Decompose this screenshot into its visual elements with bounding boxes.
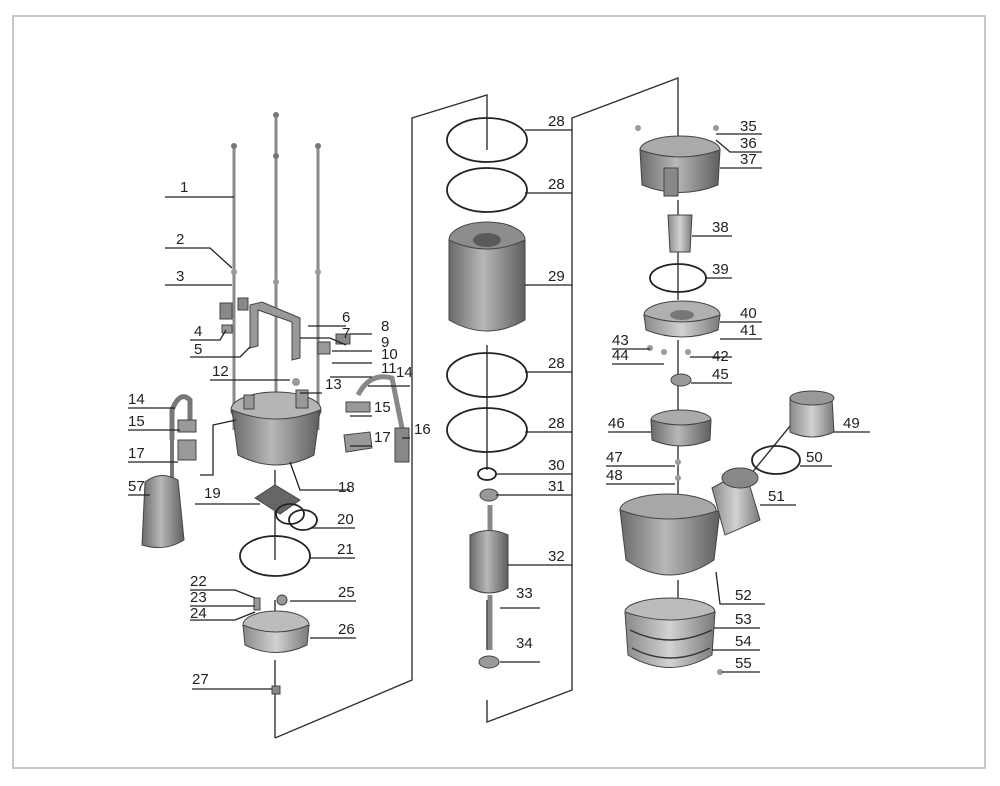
label-28-b: 28 [548,176,565,193]
label-14-right: 14 [396,364,413,381]
cable-right-assembly [343,374,410,463]
label-3: 3 [176,268,184,285]
label-21: 21 [337,541,354,558]
label-28-d: 28 [548,415,565,432]
motor-bottom-cover [242,594,310,695]
label-12: 12 [212,363,229,380]
impeller [650,409,712,481]
label-51: 51 [768,488,785,505]
label-46: 46 [608,415,625,432]
label-31: 31 [548,478,565,495]
label-36: 36 [740,135,757,152]
label-22: 22 [190,573,207,590]
label-42: 42 [712,348,729,365]
label-15-right: 15 [374,399,391,416]
label-18: 18 [338,479,355,496]
label-1: 1 [180,179,188,196]
label-43: 43 [612,332,629,349]
cable-clamp-bracket [219,297,351,361]
label-44: 44 [612,347,629,364]
label-17-left: 17 [128,445,145,462]
outlet-nipple-and-ring [751,390,835,475]
label-52: 52 [735,587,752,604]
label-25: 25 [338,584,355,601]
label-17-right: 17 [374,429,391,446]
label-23: 23 [190,589,207,606]
label-9: 9 [381,334,389,351]
leader-lines [128,129,870,690]
rotor-shaft [469,505,509,669]
label-7: 7 [342,325,350,342]
label-53: 53 [735,611,752,628]
label-49: 49 [843,415,860,432]
label-32: 32 [548,548,565,565]
label-55: 55 [735,655,752,672]
label-50: 50 [806,449,823,466]
label-41: 41 [740,322,757,339]
label-54: 54 [735,633,752,650]
stator-and-rings [446,117,528,502]
label-30: 30 [548,457,565,474]
mechanical-seal-stack [643,214,721,387]
label-11: 11 [381,360,397,377]
label-16: 16 [414,421,431,438]
label-38: 38 [712,219,729,236]
label-19: 19 [204,485,221,502]
label-37: 37 [740,151,757,168]
label-5: 5 [194,341,202,358]
label-15-left: 15 [128,413,145,430]
label-33: 33 [516,585,533,602]
pump-casing [619,467,761,576]
label-24: 24 [190,605,207,622]
label-10: 10 [381,346,398,363]
label-13: 13 [325,376,342,393]
tie-rods [231,112,321,430]
label-8: 8 [381,318,389,335]
label-35: 35 [740,118,757,135]
label-14-left: 14 [128,391,145,408]
label-39: 39 [712,261,729,278]
label-40: 40 [740,305,757,322]
label-29: 29 [548,268,565,285]
label-48: 48 [606,467,623,484]
part-labels: 1 2 3 4 5 6 7 8 9 10 11 12 13 14 14 15 1… [128,113,860,688]
label-34: 34 [516,635,533,652]
label-2: 2 [176,231,184,248]
label-26: 26 [338,621,355,638]
strainer-base [624,597,723,675]
label-45: 45 [712,366,729,383]
label-4: 4 [194,323,202,340]
label-27: 27 [192,671,209,688]
label-28-c: 28 [548,355,565,372]
label-6: 6 [342,309,350,326]
label-57: 57 [128,478,145,495]
float-switch-assembly [141,394,197,549]
label-28-a: 28 [548,113,565,130]
motor-top-cover [230,378,322,466]
label-20: 20 [337,511,354,528]
label-47: 47 [606,449,623,466]
capacitor-and-rings [239,484,318,577]
pump-top-bracket [635,125,721,197]
